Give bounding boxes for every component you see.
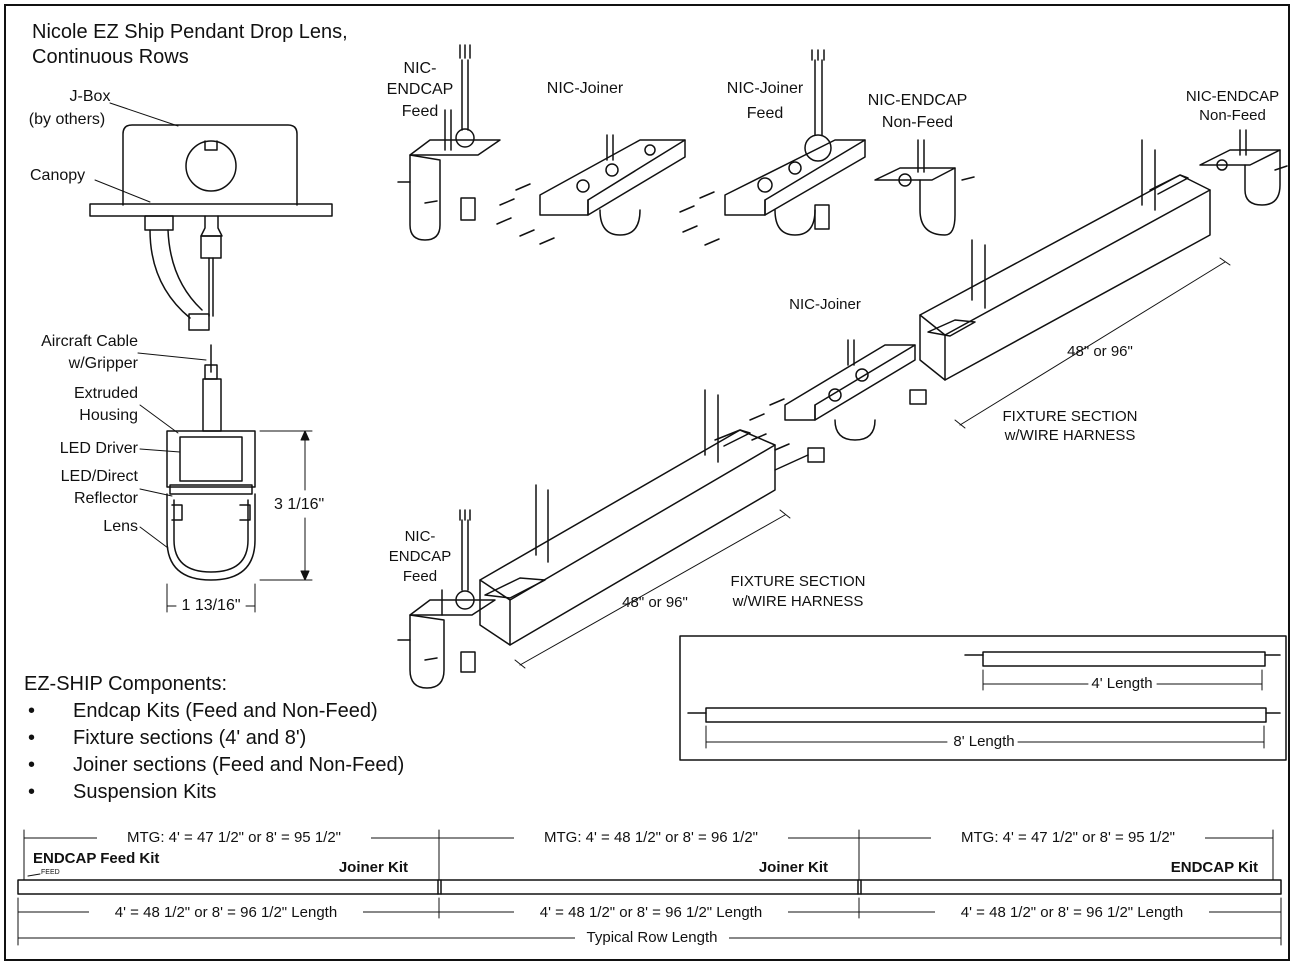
- mtg-label: MTG: 4' = 47 1/2" or 8' = 95 1/2": [97, 829, 371, 847]
- title-line-1: Nicole EZ Ship Pendant Drop Lens,: [32, 21, 348, 43]
- label-joiner-feed-1: NIC-Joiner: [726, 80, 804, 97]
- title-line-2: Continuous Rows: [32, 46, 189, 68]
- section-dimensions: [166, 430, 313, 613]
- mtg-label: MTG: 4' = 48 1/2" or 8' = 96 1/2": [514, 829, 788, 847]
- label-fixture-lower-1: FIXTURE SECTION: [730, 573, 866, 590]
- label-endcap-feed-top-3: Feed: [401, 103, 439, 120]
- bullet-glyph: •: [28, 781, 36, 803]
- middle-joiner-drawing: [749, 339, 916, 451]
- joiner-feed-drawing: [679, 49, 866, 246]
- label-joiner-feed-2: Feed: [746, 105, 784, 122]
- label-endcap-feed-bottom-1: NIC-: [404, 528, 436, 545]
- label-led-direct: LED/Direct: [60, 468, 138, 485]
- label-extruded: Extruded: [73, 385, 138, 402]
- endcap-nonfeed-right-drawing: [1199, 129, 1288, 206]
- joiner-top-drawing: [496, 134, 686, 245]
- bullet-glyph: •: [28, 754, 36, 776]
- kit-label-joiner: Joiner Kit: [338, 859, 408, 876]
- section-leaders: [94, 102, 207, 549]
- label-endcap-feed-bottom-2: ENDCAP: [388, 548, 452, 565]
- bullet-glyph: •: [28, 727, 36, 749]
- typical-row-length: Typical Row Length: [575, 929, 729, 947]
- label-length-upper: 48" or 96": [1067, 343, 1133, 360]
- label-fixture-lower-2: w/WIRE HARNESS: [732, 593, 864, 610]
- upper-fixture-drawing: [909, 139, 1231, 429]
- ez-ship-item: Joiner sections (Feed and Non-Feed): [73, 754, 405, 776]
- label-housing: Housing: [79, 407, 138, 424]
- ez-ship-item: Endcap Kits (Feed and Non-Feed): [73, 700, 378, 722]
- jbox-drawing: [122, 124, 298, 206]
- label-gripper: w/Gripper: [68, 355, 138, 372]
- kit-label-endcap: ENDCAP Kit: [1170, 859, 1258, 876]
- label-lens: Lens: [103, 518, 138, 535]
- label-aircraft-cable: Aircraft Cable: [41, 333, 138, 350]
- label-endcap-feed-bottom-3: Feed: [402, 568, 438, 585]
- canopy-drawing: [89, 203, 333, 217]
- segment-length: 4' = 48 1/2" or 8' = 96 1/2" Length: [935, 904, 1209, 922]
- label-jbox-by-others: (by others): [28, 111, 106, 128]
- label-endcap-nonfeed-1: NIC-ENDCAP: [867, 92, 968, 109]
- endcap-nonfeed-drawing: [874, 139, 975, 236]
- label-canopy: Canopy: [30, 167, 86, 184]
- label-endcap-nonfeed-2: Non-Feed: [881, 114, 954, 131]
- label-reflector: Reflector: [73, 490, 138, 507]
- cable-and-cord-drawing: [144, 215, 223, 432]
- kit-label-joiner: Joiner Kit: [758, 859, 828, 876]
- label-endcap-nonfeed-right-1: NIC-ENDCAP: [1185, 88, 1280, 105]
- label-fixture-upper-1: FIXTURE SECTION: [1002, 408, 1138, 425]
- bullet-glyph: •: [28, 700, 36, 722]
- row-strip-drawing: [17, 829, 1282, 946]
- mtg-label: MTG: 4' = 47 1/2" or 8' = 95 1/2": [931, 829, 1205, 847]
- label-fixture-upper-2: w/WIRE HARNESS: [1004, 427, 1136, 444]
- endcap-feed-bottom-drawing: [397, 509, 496, 689]
- housing-section-drawing: [166, 430, 256, 581]
- ez-ship-heading: EZ-SHIP Components:: [24, 673, 228, 695]
- label-8ft-length: 8' Length: [953, 733, 1015, 750]
- label-jbox: J-Box: [69, 88, 111, 105]
- label-length-lower: 48" or 96": [622, 594, 688, 611]
- label-joiner-top: NIC-Joiner: [546, 80, 624, 97]
- label-endcap-nonfeed-right-2: Non-Feed: [1199, 107, 1266, 124]
- segment-length: 4' = 48 1/2" or 8' = 96 1/2" Length: [514, 904, 788, 922]
- kit-label-endcap-feed: ENDCAP Feed Kit: [33, 850, 160, 867]
- ez-ship-item: Suspension Kits: [73, 781, 217, 803]
- feed-tag: FEED: [41, 869, 60, 876]
- label-joiner-mid: NIC-Joiner: [789, 296, 861, 313]
- endcap-feed-top-drawing: [397, 44, 501, 241]
- label-endcap-feed-top-1: NIC-: [403, 60, 437, 77]
- dimension-width: 1 13/16": [181, 597, 241, 614]
- label-endcap-feed-top-2: ENDCAP: [386, 81, 454, 98]
- dimension-height: 3 1/16": [272, 496, 327, 515]
- label-led-driver: LED Driver: [59, 440, 138, 457]
- segment-length: 4' = 48 1/2" or 8' = 96 1/2" Length: [89, 904, 363, 922]
- lengths-box-drawing: [679, 635, 1287, 761]
- lower-fixture-drawing: [479, 389, 825, 669]
- ez-ship-item: Fixture sections (4' and 8'): [73, 727, 307, 749]
- sheet-border: [4, 4, 1290, 961]
- label-4ft-length: 4' Length: [1091, 675, 1153, 692]
